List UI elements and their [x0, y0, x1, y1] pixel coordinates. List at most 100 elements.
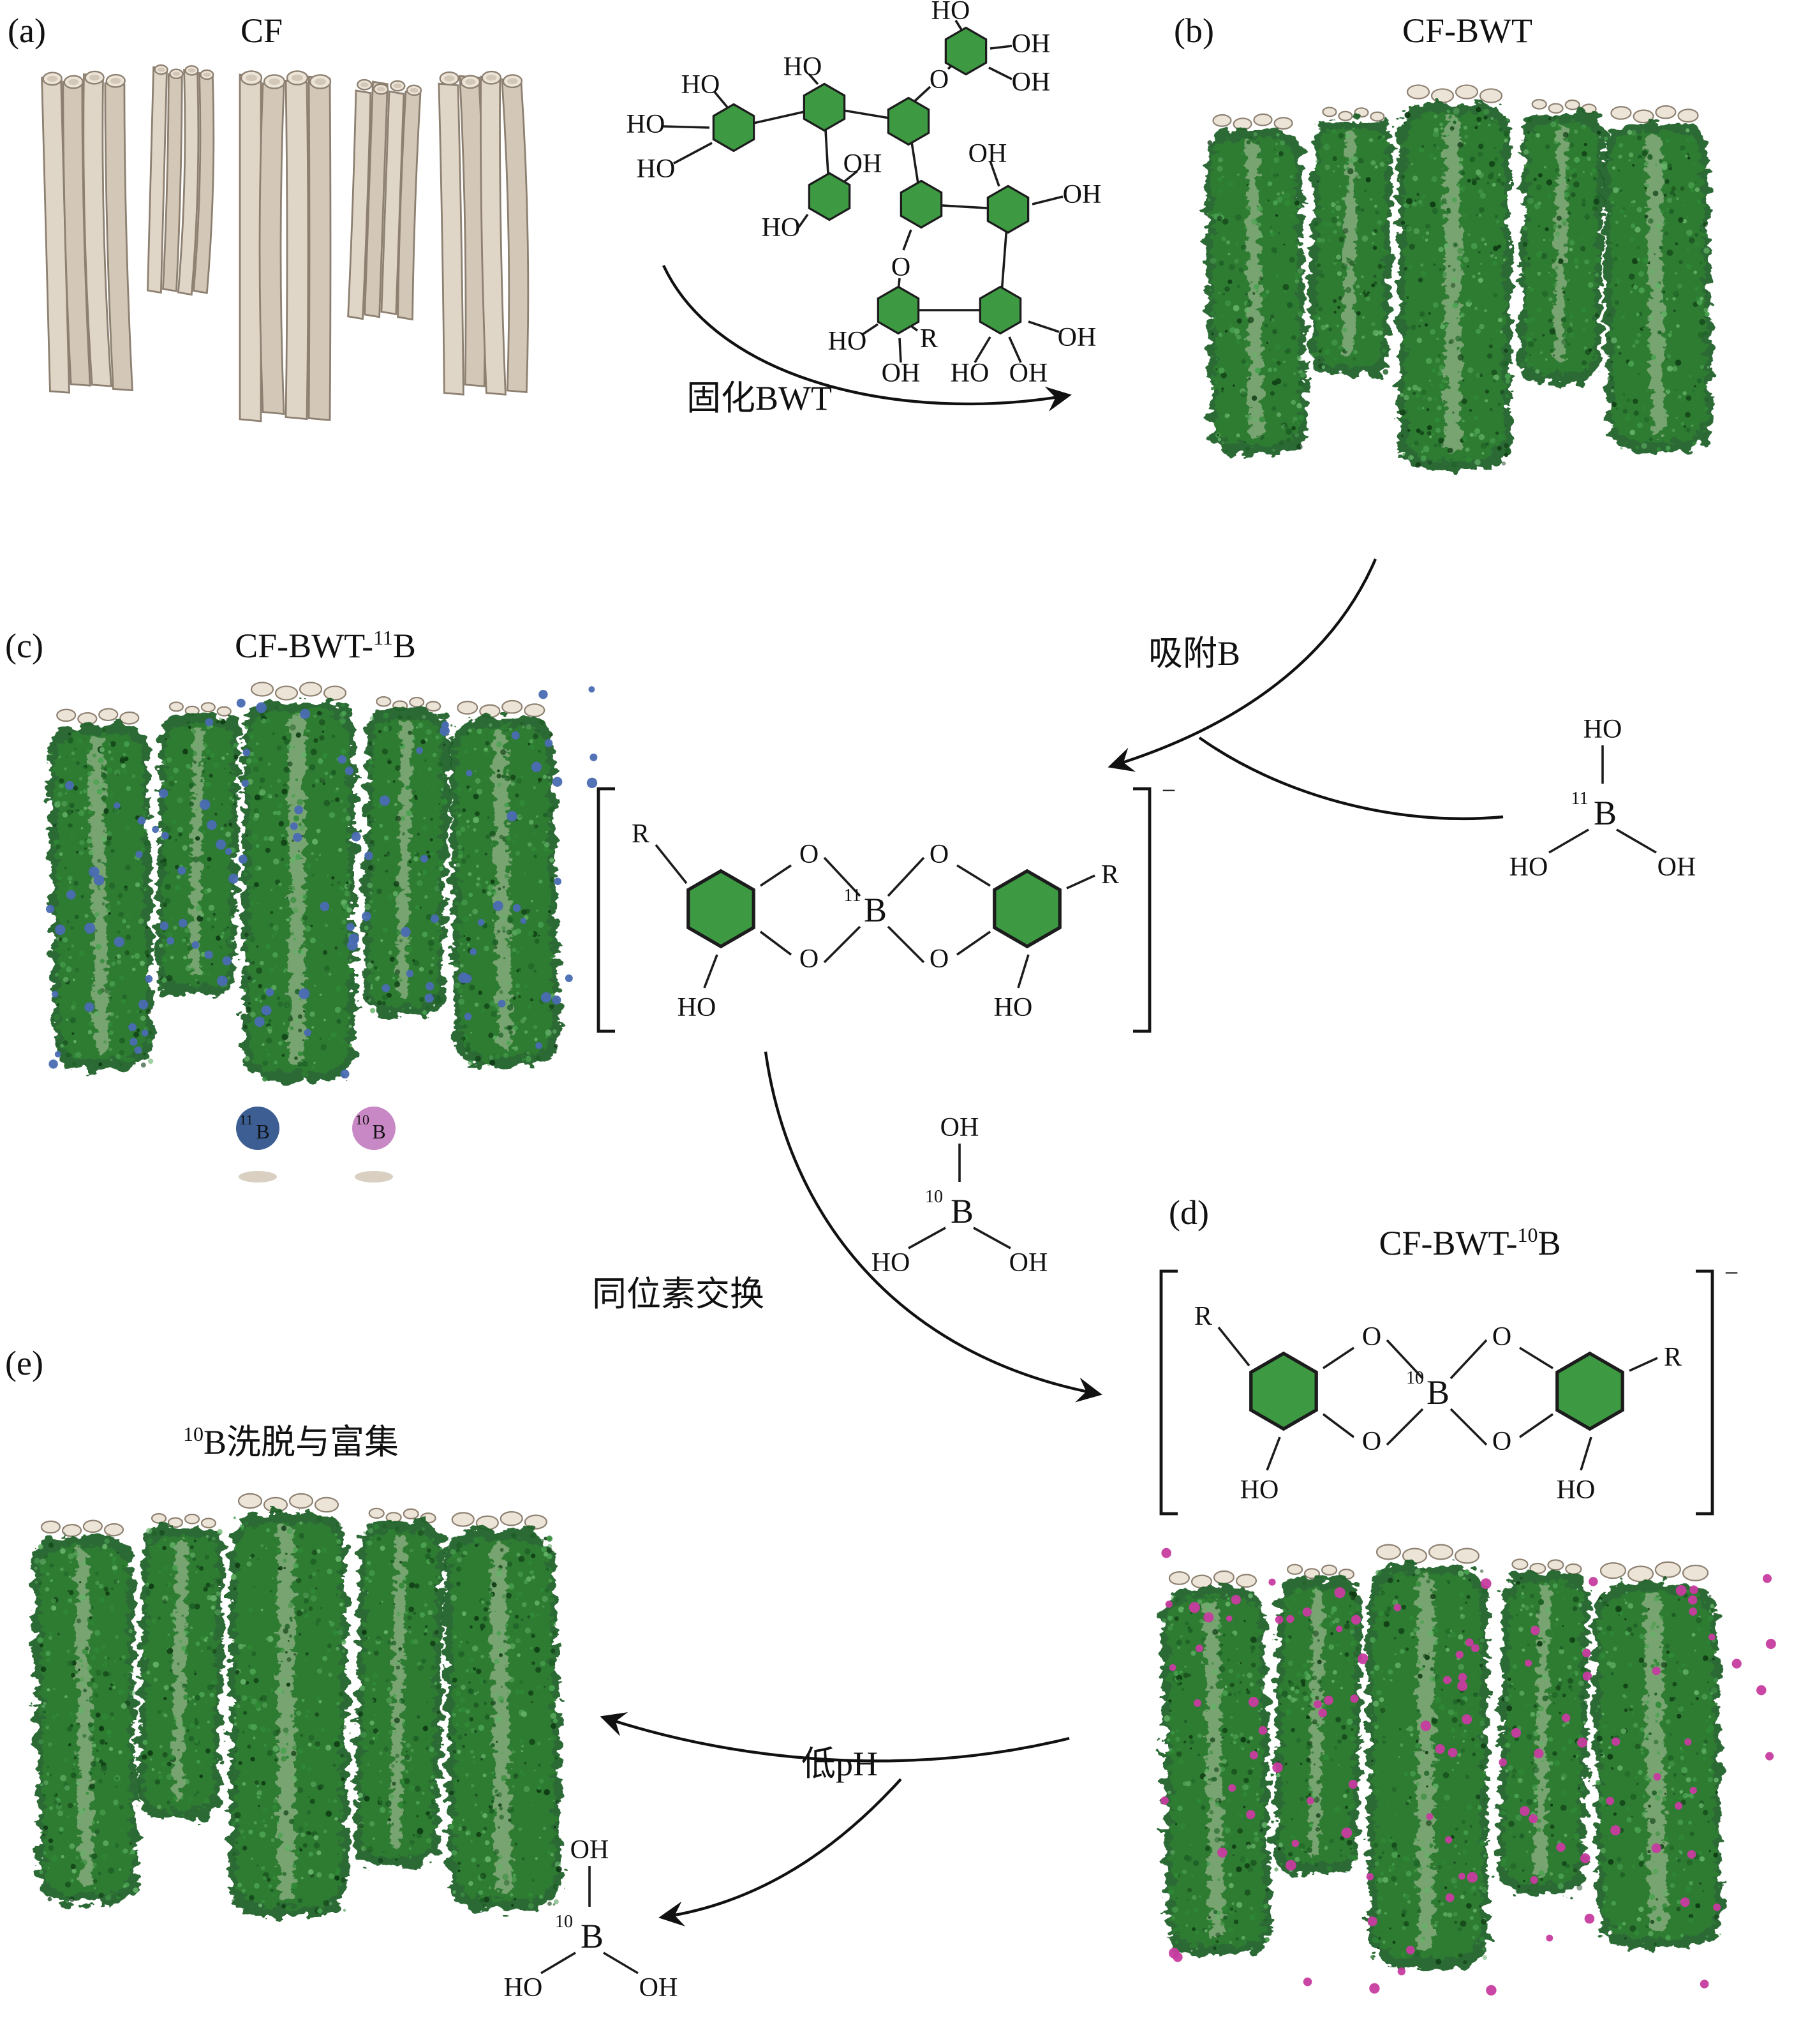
chem-label-o: O	[1492, 1322, 1511, 1352]
title-isotope: 10	[1517, 1225, 1538, 1247]
chem-label-o: O	[1362, 1427, 1381, 1456]
chem-label-ho: HO	[637, 154, 676, 184]
benzene-ring	[803, 82, 846, 132]
legend-b10-dot	[352, 1107, 396, 1150]
chem-label-ho: HO	[1509, 853, 1548, 882]
isotope-legend: 11 B 10 B	[236, 1107, 396, 1182]
right-bracket	[1133, 787, 1152, 1033]
fiber-bundle-coated	[1205, 113, 1307, 455]
legend-b10-isotope: 10	[355, 1112, 369, 1128]
boron-symbol: B	[581, 1917, 604, 1955]
bwt-tannin-structure: HO HO HO HO O HO OH OH OH OH OH HO O HO …	[626, 0, 1102, 388]
panel-a-label: (a)	[8, 11, 46, 50]
chem-label-oh: OH	[639, 1973, 678, 2003]
title-isotope: 11	[373, 628, 393, 650]
isotope-superscript: 11	[844, 886, 861, 906]
benzene-ring	[887, 96, 930, 146]
boron-10: 10 B	[1406, 1368, 1449, 1412]
chem-label-ho: HO	[828, 327, 867, 356]
arrow-lowph-out	[658, 1778, 902, 1927]
title-prefix: CF-BWT-	[235, 627, 374, 665]
fiber-bundle-eluted	[33, 1519, 138, 1905]
chem-label-oh: OH	[1012, 29, 1051, 59]
chem-label-o: O	[930, 840, 949, 869]
arrow-label-adsorb-b: 吸附B	[1148, 634, 1241, 673]
fiber-bundle	[147, 64, 215, 296]
benzene-ring	[900, 179, 943, 229]
benzene-ring	[688, 871, 753, 946]
benzene-ring	[1251, 1354, 1316, 1429]
chem-label-r: R	[632, 819, 649, 849]
fiber-bundle-b10	[1498, 1558, 1598, 1895]
benzene-ring	[877, 285, 920, 335]
benzene-ring	[979, 285, 1022, 335]
isotope-superscript: 10	[555, 1912, 573, 1932]
boric-acid-b10-mid: OH 10 B HO OH	[871, 1113, 1048, 1278]
bond-lines	[1548, 745, 1657, 854]
fiber-bundle-b11	[361, 696, 450, 1017]
chem-label-oh: OH	[1009, 359, 1048, 388]
arrow-isotope-exchange	[764, 1051, 1102, 1403]
chem-label-ho: HO	[681, 70, 720, 100]
charge-superscript: −	[1162, 776, 1176, 805]
chem-label-oh: OH	[1009, 1248, 1048, 1278]
chem-label-r: R	[1101, 860, 1119, 890]
fiber-bundle-coated	[1309, 107, 1393, 376]
legend-b11-element: B	[256, 1120, 269, 1143]
boric-acid-b11: HO 11 B HO OH	[1509, 715, 1696, 882]
chem-label-ho: HO	[951, 359, 990, 388]
chem-label-o: O	[930, 65, 949, 94]
fiber-bundle-b11	[236, 682, 361, 1082]
chem-label-ho: HO	[783, 52, 822, 82]
panel-b-title: CF-BWT	[1402, 11, 1532, 50]
panel-b-label: (b)	[1174, 11, 1214, 50]
fiber-bundle	[239, 70, 332, 422]
legend-shadow	[239, 1171, 277, 1182]
chem-label-oh: OH	[940, 1113, 979, 1142]
boron-11: 11 B	[844, 886, 887, 929]
chem-label-r: R	[920, 324, 938, 354]
fiber-bundle	[41, 70, 133, 394]
chem-label-o: O	[930, 944, 949, 974]
fiber-bundle-eluted	[138, 1513, 225, 1821]
chem-label-ho: HO	[626, 110, 665, 139]
panel-c-label: (c)	[5, 627, 43, 665]
bond-lines	[908, 1144, 1011, 1250]
legend-b11-isotope: 11	[239, 1112, 253, 1128]
benzene-ring	[808, 172, 851, 221]
fiber-bundle-b10	[1160, 1570, 1271, 1962]
fiber-bundle-eluted	[443, 1511, 562, 1910]
chem-label-oh: OH	[882, 359, 921, 388]
chem-label-o: O	[1492, 1427, 1511, 1456]
left-bracket	[597, 787, 615, 1033]
arrow-label-low-ph: 低pH	[801, 1745, 878, 1783]
panel-c-title: CF-BWT-11B	[179, 627, 472, 666]
benzene-ring	[712, 103, 755, 153]
fiber-bundle	[347, 78, 422, 321]
panel-d-title: CF-BWT-10B	[1317, 1224, 1623, 1263]
isotope-superscript: 10	[1406, 1368, 1424, 1388]
chem-label-o: O	[1362, 1322, 1381, 1352]
chem-label-oh: OH	[1012, 68, 1051, 97]
title-element: B	[1538, 1224, 1561, 1262]
fiber-bundle-b11	[156, 701, 240, 996]
chem-label-o: O	[891, 253, 910, 282]
chem-label-oh: OH	[570, 1835, 609, 1865]
chem-label-o: O	[799, 840, 819, 869]
boron-symbol: B	[1427, 1373, 1449, 1412]
boron-symbol: B	[1594, 794, 1617, 832]
chem-label-oh: OH	[843, 149, 882, 179]
arrow-adsorb-main	[1108, 558, 1377, 772]
benzene-ring	[944, 26, 988, 76]
fiber-bundle-coated	[1398, 84, 1511, 470]
panel-e-label: (e)	[5, 1344, 43, 1382]
left-bracket	[1159, 1269, 1178, 1516]
bond-lines	[540, 1866, 639, 1974]
fiber-bundle-eluted	[354, 1507, 444, 1867]
fiber-bundle-b10	[1272, 1563, 1368, 1874]
arrow-label-immobilize-bwt: 固化BWT	[686, 379, 832, 417]
right-bracket	[1696, 1269, 1714, 1516]
isotope-superscript: 10	[925, 1187, 943, 1207]
